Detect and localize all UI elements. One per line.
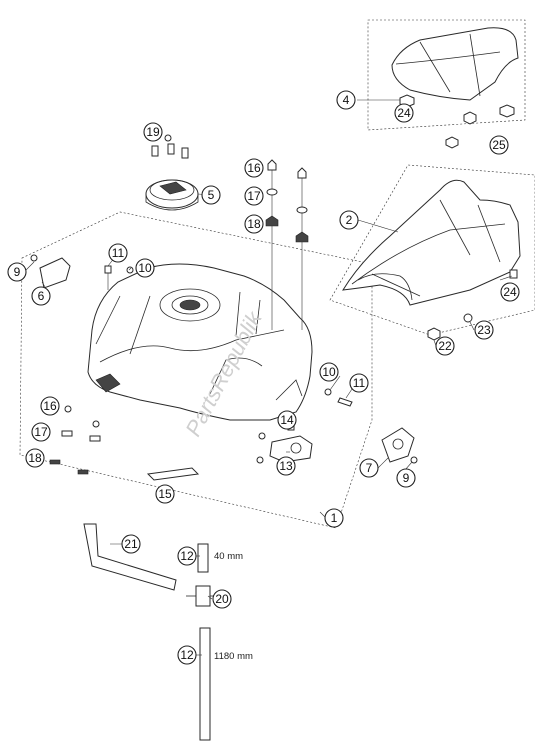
callout-9-left: 9 bbox=[7, 262, 27, 282]
seat-fasteners bbox=[427, 269, 518, 341]
callout-16-left: 16 bbox=[40, 396, 60, 416]
callout-label: 14 bbox=[280, 413, 294, 427]
callout-24-seat: 24 bbox=[500, 282, 520, 302]
callout-label: 22 bbox=[438, 339, 452, 353]
callout-label: 13 bbox=[279, 459, 293, 473]
callout-9-right: 9 bbox=[396, 468, 416, 488]
callout-25: 25 bbox=[489, 135, 509, 155]
callout-label: 19 bbox=[146, 125, 160, 139]
callout-label: 10 bbox=[322, 365, 336, 379]
callout-label: 12 bbox=[180, 549, 194, 563]
fuel-tank bbox=[87, 263, 313, 421]
tank-left-hardware bbox=[104, 265, 134, 290]
fuel-hose-short bbox=[197, 543, 209, 573]
callout-12-long: 12 bbox=[177, 645, 197, 665]
callout-16-top: 16 bbox=[244, 158, 264, 178]
callout-1: 1 bbox=[324, 508, 344, 528]
nut-pillion-seat bbox=[399, 94, 515, 149]
callout-11-right: 11 bbox=[349, 373, 369, 393]
callout-17-left: 17 bbox=[31, 422, 51, 442]
callout-label: 15 bbox=[158, 487, 172, 501]
fuel-hose-bent bbox=[83, 523, 177, 591]
callout-13: 13 bbox=[276, 456, 296, 476]
assembly-frame-seat bbox=[329, 164, 535, 336]
callout-label: 1 bbox=[331, 511, 338, 525]
callout-label: 18 bbox=[247, 217, 261, 231]
callout-label: 18 bbox=[28, 451, 42, 465]
callout-7: 7 bbox=[359, 458, 379, 478]
callout-label: 23 bbox=[477, 323, 491, 337]
callout-12-short: 12 bbox=[177, 546, 197, 566]
callout-label: 20 bbox=[215, 592, 229, 606]
callout-label: 17 bbox=[247, 189, 261, 203]
callout-label: 11 bbox=[112, 246, 125, 260]
callout-15: 15 bbox=[155, 484, 175, 504]
callout-label: 10 bbox=[138, 261, 152, 275]
dimension-label-1180mm: 1180 mm bbox=[214, 651, 253, 662]
callout-10-left: 10 bbox=[135, 258, 155, 278]
callout-label: 11 bbox=[353, 376, 366, 390]
hardware-group-left bbox=[49, 405, 101, 475]
callout-17-top: 17 bbox=[244, 186, 264, 206]
callout-20: 20 bbox=[212, 589, 232, 609]
callout-2: 2 bbox=[339, 210, 359, 230]
callout-11-left: 11 bbox=[108, 243, 128, 263]
callout-label: 24 bbox=[397, 106, 411, 120]
callout-6: 6 bbox=[31, 286, 51, 306]
callout-label: 12 bbox=[180, 648, 194, 662]
callout-23: 23 bbox=[474, 320, 494, 340]
callout-18-top: 18 bbox=[244, 214, 264, 234]
tank-right-hardware bbox=[324, 388, 353, 407]
rubber-strip bbox=[146, 467, 200, 481]
callout-label: 9 bbox=[403, 471, 410, 485]
callout-label: 21 bbox=[124, 537, 138, 551]
callout-label: 16 bbox=[43, 399, 57, 413]
hose-connector bbox=[186, 585, 220, 607]
assembly-frame-pillion-seat bbox=[367, 19, 526, 131]
callout-label: 7 bbox=[366, 461, 373, 475]
filler-cap bbox=[145, 179, 199, 211]
callout-label: 9 bbox=[14, 265, 21, 279]
callout-label: 5 bbox=[208, 188, 215, 202]
right-bracket bbox=[381, 427, 418, 464]
callout-22: 22 bbox=[435, 336, 455, 356]
callout-label: 24 bbox=[503, 285, 517, 299]
fuel-hose-long bbox=[199, 627, 211, 741]
callout-label: 16 bbox=[247, 161, 261, 175]
callout-label: 2 bbox=[346, 213, 353, 227]
callout-19: 19 bbox=[143, 122, 163, 142]
callout-label: 6 bbox=[38, 289, 45, 303]
callout-4: 4 bbox=[336, 90, 356, 110]
left-bracket bbox=[30, 254, 71, 289]
dimension-label-40mm: 40 mm bbox=[214, 551, 243, 562]
assembly-frame-tank bbox=[19, 211, 373, 529]
callout-label: 4 bbox=[343, 93, 350, 107]
callout-18-left: 18 bbox=[25, 448, 45, 468]
callout-24-pillion: 24 bbox=[394, 103, 414, 123]
rider-seat bbox=[342, 179, 521, 306]
callout-21: 21 bbox=[121, 534, 141, 554]
pillion-seat bbox=[391, 27, 519, 101]
tank-studs bbox=[265, 159, 309, 330]
callout-5: 5 bbox=[201, 185, 221, 205]
hardware-group-19 bbox=[151, 134, 189, 159]
callout-10-right: 10 bbox=[319, 362, 339, 382]
callout-label: 25 bbox=[492, 138, 506, 152]
callout-14: 14 bbox=[277, 410, 297, 430]
callout-label: 17 bbox=[34, 425, 48, 439]
